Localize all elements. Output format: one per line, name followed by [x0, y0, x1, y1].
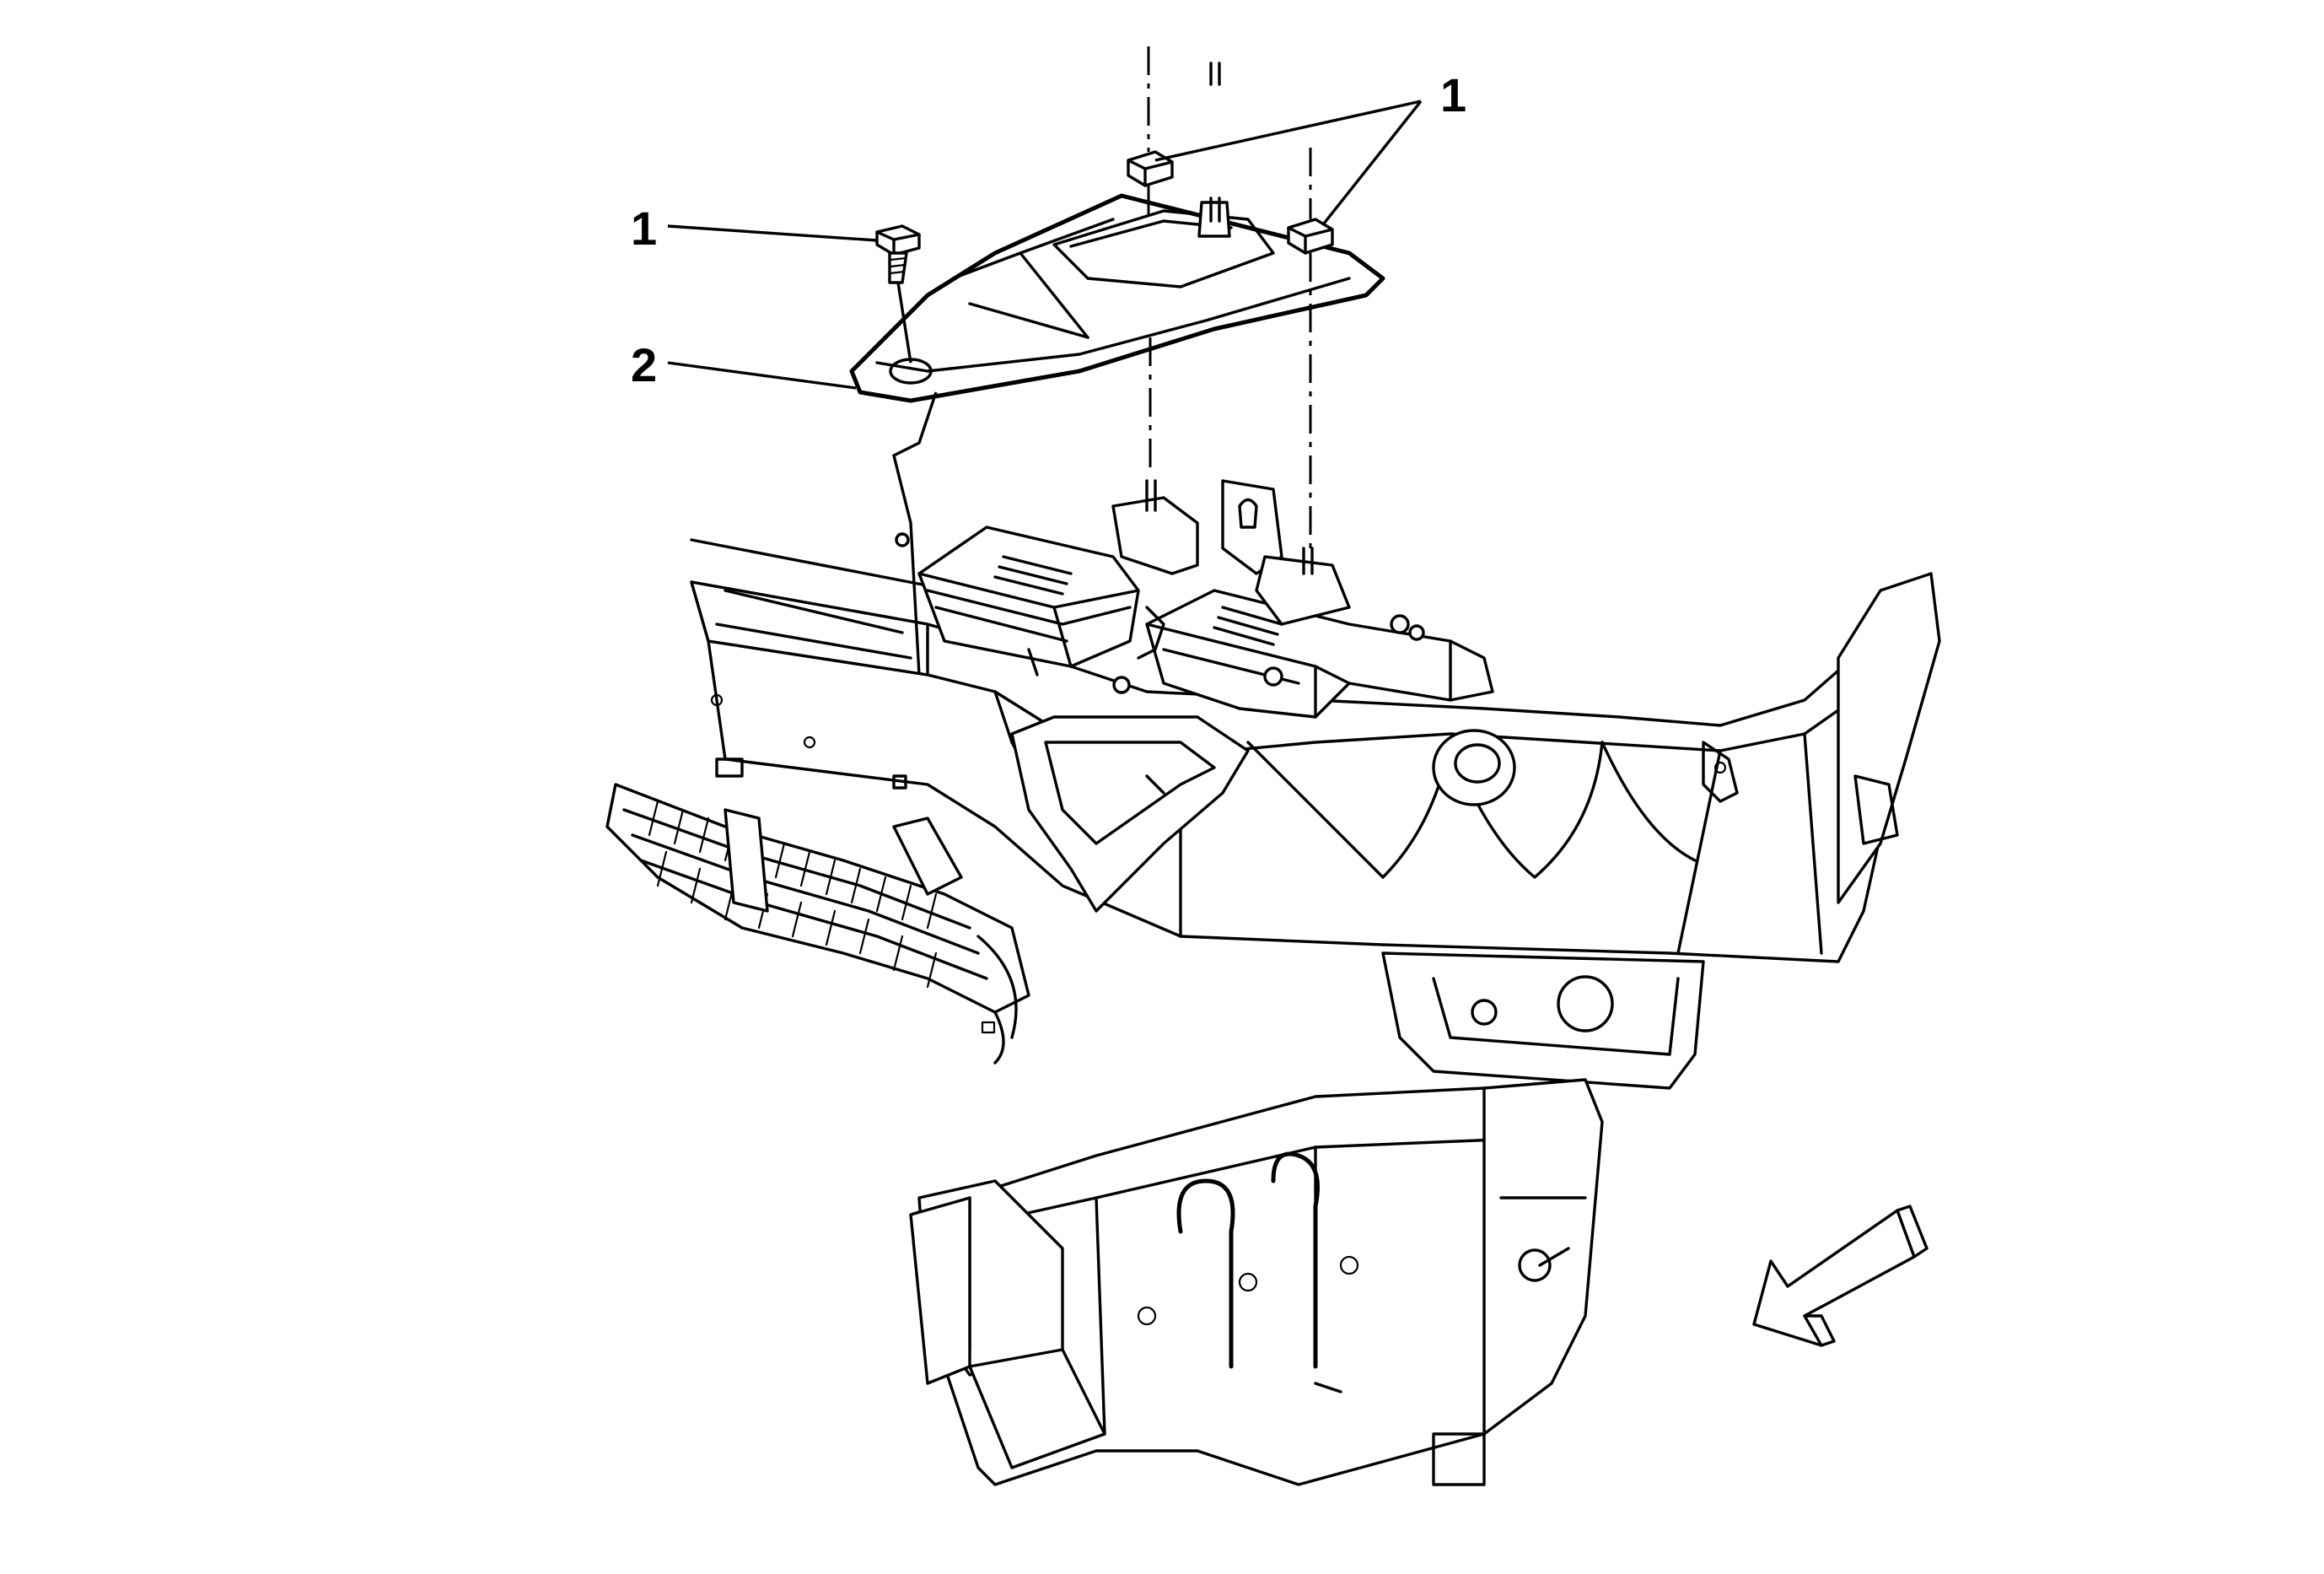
frame-grommet: [1432, 729, 1516, 806]
callout-1-top: 1: [1440, 68, 1466, 121]
control-module-left: [917, 526, 1140, 676]
crossmember-pocket: [1010, 715, 1250, 913]
nut-top-right: [1287, 218, 1334, 255]
studs: [1145, 62, 1314, 575]
alignment-lines: [892, 46, 1312, 676]
front-arrow-icon: [1752, 1205, 1929, 1347]
frame-rail-lower: [909, 1078, 1604, 1486]
callout-leaders: [667, 100, 1423, 390]
frame-crossmember: [690, 572, 1941, 1090]
frame-rail-left: [690, 538, 955, 790]
control-module-right: [1145, 589, 1494, 719]
callout-1-left: 1: [631, 202, 657, 255]
stud-cover: [1197, 197, 1231, 238]
module-fasteners: [895, 532, 1410, 694]
callout-2: 2: [631, 338, 657, 391]
mounting-bracket: [1111, 479, 1351, 626]
wiring-harness: [605, 783, 1030, 1065]
bolt: [875, 224, 921, 284]
